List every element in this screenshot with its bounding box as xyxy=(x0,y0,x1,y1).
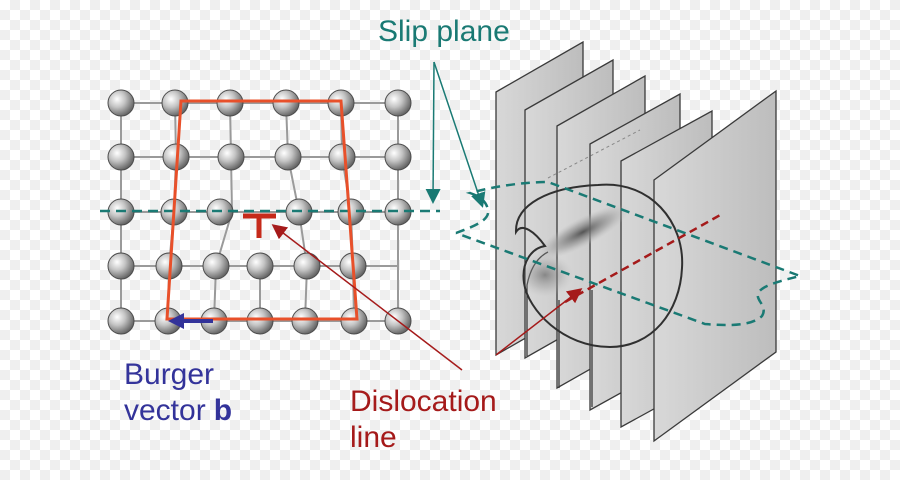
atom xyxy=(107,307,135,335)
atom xyxy=(274,143,302,171)
slip-plane-label: Slip plane xyxy=(378,15,510,48)
atom xyxy=(107,252,135,280)
strain-field-circle xyxy=(514,183,684,349)
atom xyxy=(161,89,189,117)
slip-plane-outline xyxy=(455,180,805,327)
atom xyxy=(107,143,135,171)
vector-word: vector xyxy=(124,394,206,427)
atom xyxy=(384,143,412,171)
atom xyxy=(291,307,319,335)
atom xyxy=(217,143,245,171)
atom xyxy=(328,143,356,171)
edge-dislocation-symbol xyxy=(243,213,276,238)
plane-sheet xyxy=(653,89,777,443)
atom xyxy=(107,89,135,117)
dislocation-line xyxy=(564,212,723,304)
leader-arrows xyxy=(271,61,583,371)
burgers-label-line1: Burger xyxy=(124,358,215,391)
atom xyxy=(340,307,368,335)
atom xyxy=(216,89,244,117)
dislocation-line-label: Dislocation line xyxy=(350,384,497,456)
atom xyxy=(246,252,274,280)
dislocation-label-line2: line xyxy=(350,421,397,454)
dislocation-label-line1: Dislocation xyxy=(350,385,497,418)
burgers-circuit xyxy=(165,99,359,321)
hidden-edge xyxy=(547,129,641,179)
dislocation-core-shading xyxy=(517,204,630,297)
atom xyxy=(293,252,321,280)
atom xyxy=(384,89,412,117)
burgers-symbol: b xyxy=(213,394,233,427)
atom xyxy=(272,89,300,117)
lattice-atoms xyxy=(107,89,412,335)
burgers-vector-arrow xyxy=(168,313,213,329)
atom xyxy=(246,307,274,335)
lattice-planes xyxy=(495,40,777,443)
atom xyxy=(202,252,230,280)
